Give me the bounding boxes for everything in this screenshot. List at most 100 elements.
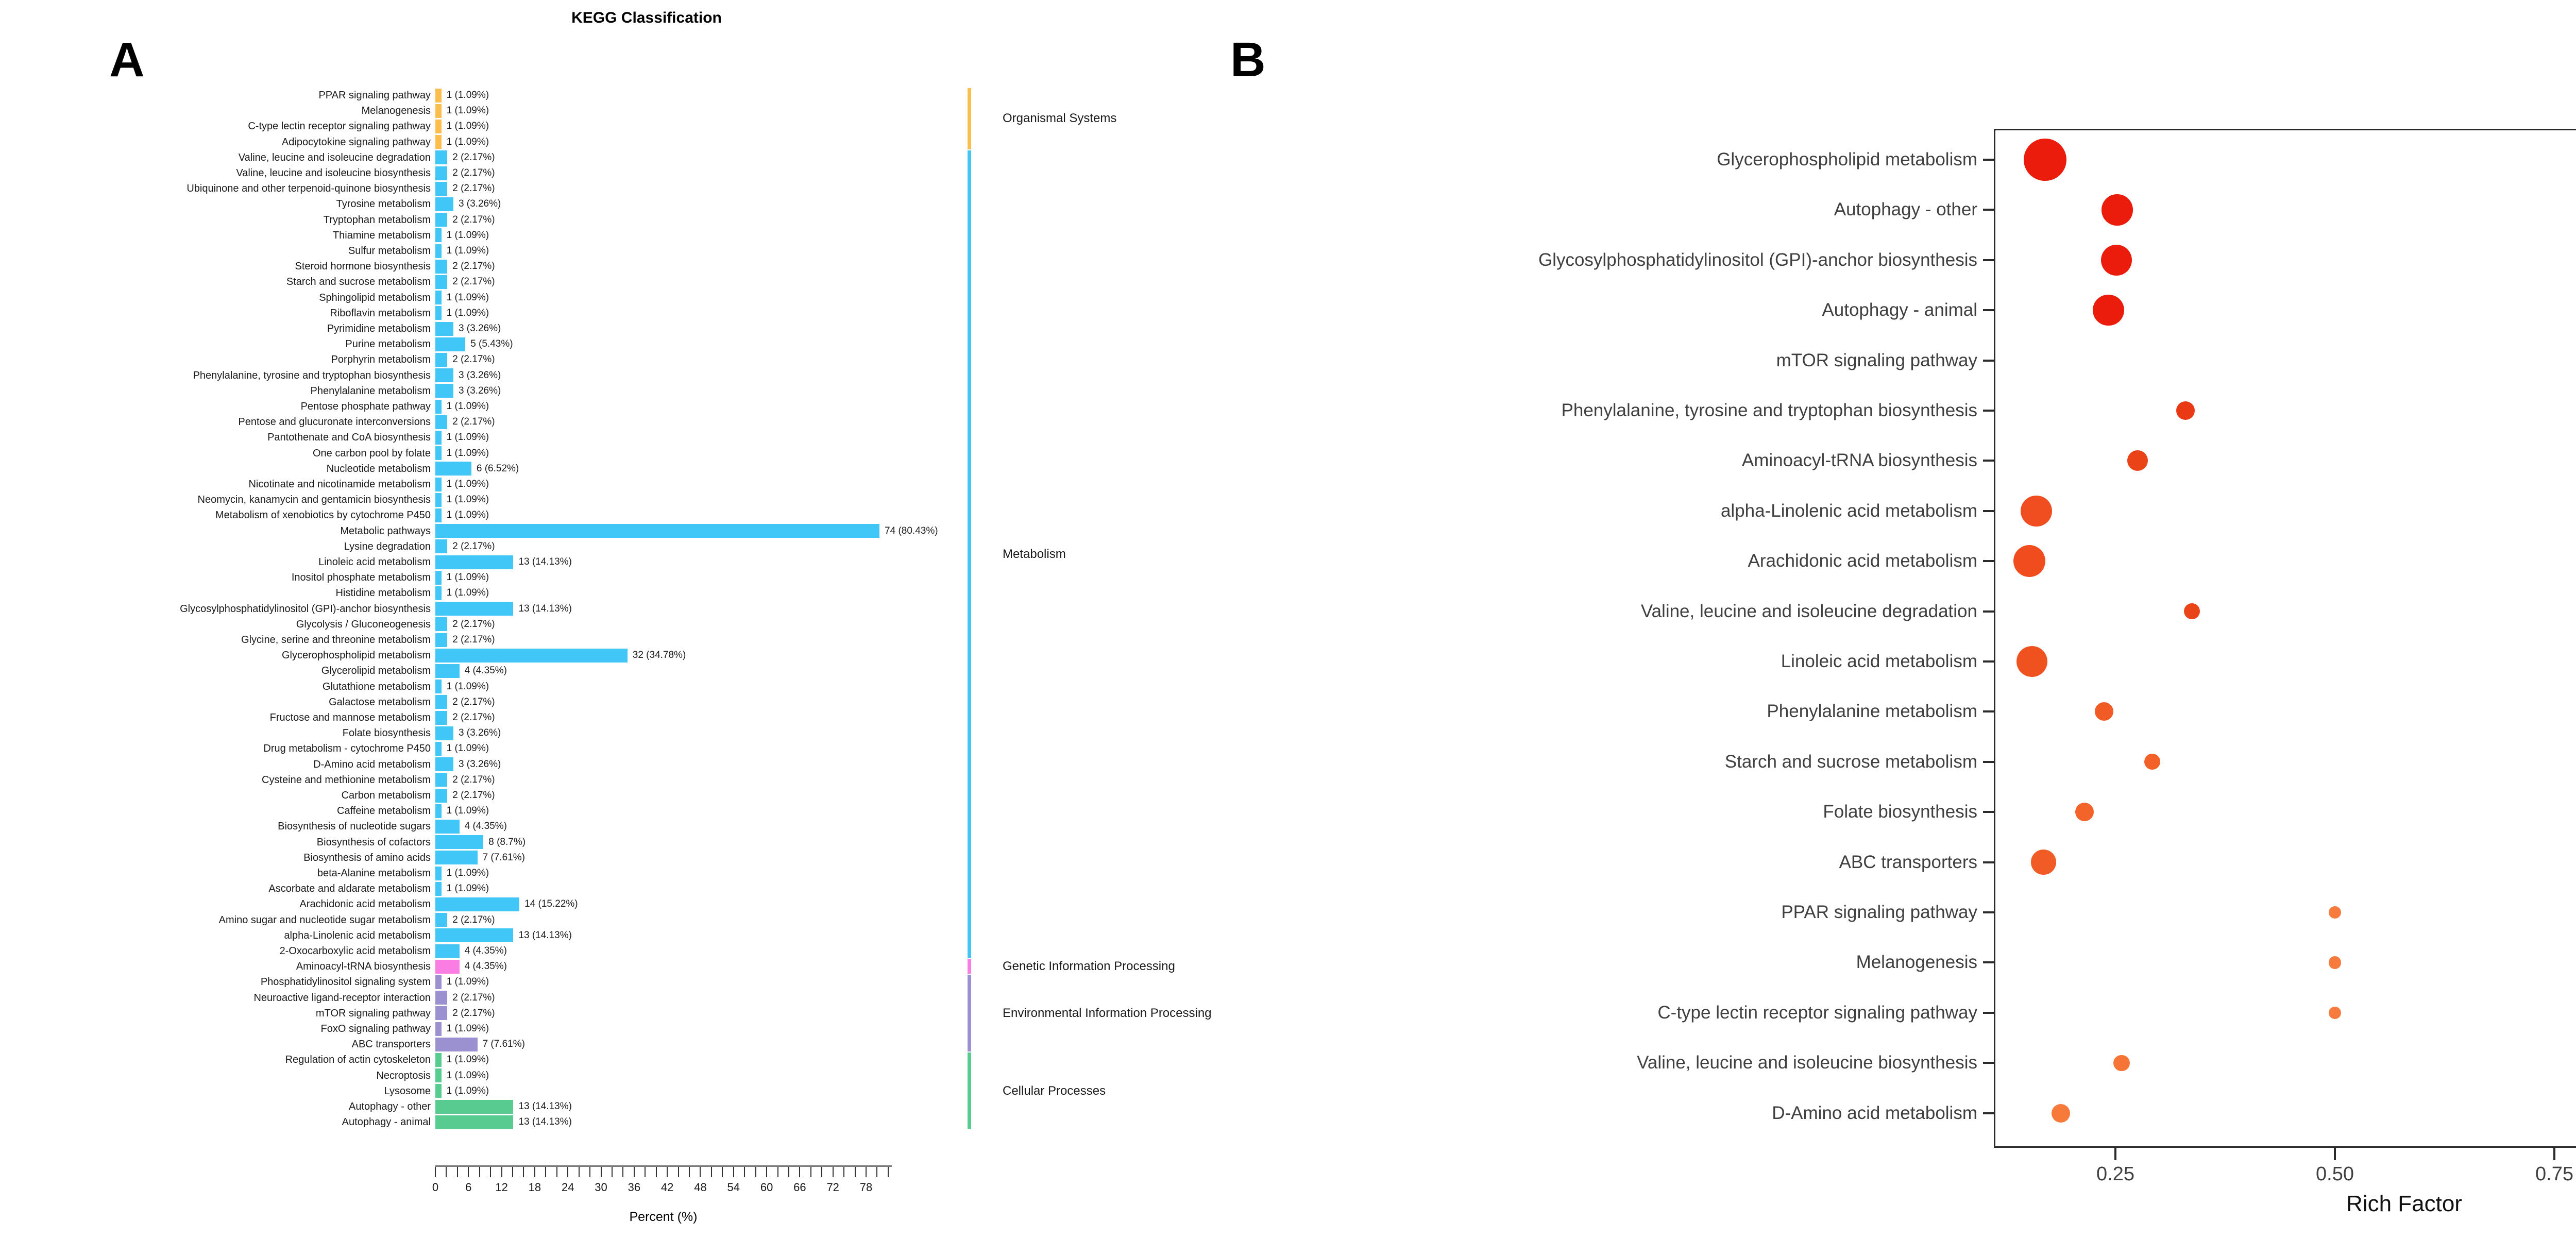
x-axis-tick	[600, 1167, 602, 1177]
bar-row-label: Carbon metabolism	[341, 790, 431, 801]
bar-row-label: Pantothenate and CoA biosynthesis	[267, 432, 431, 444]
x-axis-tick	[523, 1167, 524, 1177]
y-axis-tick	[1983, 209, 1994, 211]
bar-row-label: PPAR signaling pathway	[318, 90, 431, 101]
bar	[435, 539, 448, 554]
bar	[435, 291, 442, 305]
x-axis-tick	[435, 1167, 436, 1177]
data-dot	[2113, 1055, 2130, 1071]
y-axis-tick	[1983, 1112, 1994, 1114]
panel-a-title: KEGG Classification	[571, 9, 722, 26]
y-axis-tick	[1983, 610, 1994, 613]
bar	[435, 1084, 442, 1098]
x-axis-tick	[677, 1167, 679, 1177]
bar-row-label: ABC transporters	[351, 1039, 431, 1050]
y-axis-tick	[1983, 259, 1994, 261]
panel-b-plot-frame	[1994, 129, 2576, 1148]
bar	[435, 804, 442, 818]
x-axis-tick	[2334, 1148, 2336, 1160]
dot-row-label: ABC transporters	[1839, 852, 1977, 872]
bar	[435, 835, 484, 850]
bar-row-label: Lysosome	[384, 1085, 431, 1097]
bar	[435, 1099, 514, 1114]
bar-value-label: 1 (1.09%)	[446, 1023, 489, 1034]
bar-row-label: Sulfur metabolism	[348, 245, 431, 257]
bar-row-label: Amino sugar and nucleotide sugar metabol…	[218, 914, 431, 926]
category-bracket	[968, 88, 971, 149]
x-axis-tick	[810, 1167, 811, 1177]
data-dot	[2100, 244, 2132, 276]
bar	[435, 648, 628, 663]
bar-value-label: 2 (2.17%)	[452, 914, 495, 925]
bar-value-label: 4 (4.35%)	[464, 945, 507, 956]
bar-row-label: Glycosylphosphatidylinositol (GPI)-ancho…	[180, 603, 431, 615]
data-dot	[2016, 646, 2048, 677]
x-axis-tick-label: 72	[826, 1181, 839, 1194]
x-axis-tick	[456, 1167, 458, 1177]
x-axis-tick-label: 0.25	[2096, 1163, 2134, 1185]
bar	[435, 399, 442, 414]
bar-value-label: 1 (1.09%)	[446, 121, 489, 132]
bar-row-label: Steroid hormone biosynthesis	[295, 261, 431, 273]
dot-row-label: Starch and sucrose metabolism	[1724, 751, 1977, 772]
dot-row-label: D-Amino acid metabolism	[1772, 1102, 1977, 1123]
x-axis-tick-label: 24	[561, 1181, 574, 1194]
y-axis-tick	[1983, 359, 1994, 362]
bar-row-label: Phenylalanine metabolism	[310, 385, 431, 397]
bar-row-label: Phosphatidylinositol signaling system	[260, 976, 431, 988]
bar	[435, 446, 442, 461]
x-axis-tick	[567, 1167, 569, 1177]
x-axis-tick	[843, 1167, 845, 1177]
bar	[435, 1037, 478, 1051]
dot-row-label: Glycerophospholipid metabolism	[1717, 149, 1977, 169]
x-axis-tick	[866, 1167, 867, 1177]
x-axis-tick	[832, 1167, 834, 1177]
bar	[435, 1068, 442, 1083]
bar	[435, 555, 514, 569]
bar	[435, 259, 448, 274]
bar-value-label: 4 (4.35%)	[464, 961, 507, 972]
bar-row-label: Tryptophan metabolism	[323, 214, 431, 226]
bar-value-label: 2 (2.17%)	[452, 167, 495, 178]
bar-value-label: 1 (1.09%)	[446, 432, 489, 443]
bar-row-label: Necroptosis	[376, 1070, 431, 1081]
bar-row-label: Caffeine metabolism	[337, 805, 431, 817]
x-axis-tick-label: 78	[859, 1181, 873, 1194]
bar	[435, 508, 442, 522]
x-axis-tick	[490, 1167, 492, 1177]
bar-value-label: 1 (1.09%)	[446, 805, 489, 817]
x-axis-tick-label: 48	[694, 1181, 707, 1194]
bar	[435, 104, 442, 118]
bar-row-label: Glycerolipid metabolism	[321, 665, 431, 677]
bar	[435, 897, 520, 911]
y-axis-tick	[1983, 309, 1994, 312]
bar	[435, 680, 442, 694]
bar-row-label: Porphyrin metabolism	[331, 354, 431, 366]
category-bracket-label: Metabolism	[1003, 547, 1066, 561]
bar-row-label: Arachidonic acid metabolism	[299, 898, 431, 910]
bar	[435, 570, 442, 585]
x-axis-tick	[799, 1167, 801, 1177]
bar-value-label: 1 (1.09%)	[446, 494, 489, 505]
data-dot	[2328, 956, 2342, 969]
x-axis-tick	[854, 1167, 856, 1177]
category-bracket	[968, 959, 971, 974]
bar-row-label: Linoleic acid metabolism	[318, 556, 431, 568]
bar-value-label: 3 (3.26%)	[458, 323, 501, 334]
bar-row-label: Pentose and glucuronate interconversions	[238, 416, 431, 428]
x-axis-tick	[2114, 1148, 2116, 1160]
bar	[435, 88, 442, 103]
bar	[435, 213, 448, 227]
x-axis-tick	[700, 1167, 701, 1177]
bar-value-label: 1 (1.09%)	[446, 976, 489, 988]
bar	[435, 602, 514, 616]
bar-row-label: Purine metabolism	[345, 338, 431, 350]
x-axis-tick-label: 18	[528, 1181, 541, 1194]
y-axis-tick	[1983, 961, 1994, 964]
category-bracket-label: Genetic Information Processing	[1003, 959, 1175, 974]
bar	[435, 321, 453, 336]
bar-row-label: Ascorbate and aldarate metabolism	[268, 883, 431, 895]
bar-row-label: Folate biosynthesis	[342, 727, 431, 739]
x-axis-tick	[446, 1167, 447, 1177]
bar-row-label: Inositol phosphate metabolism	[291, 572, 431, 584]
